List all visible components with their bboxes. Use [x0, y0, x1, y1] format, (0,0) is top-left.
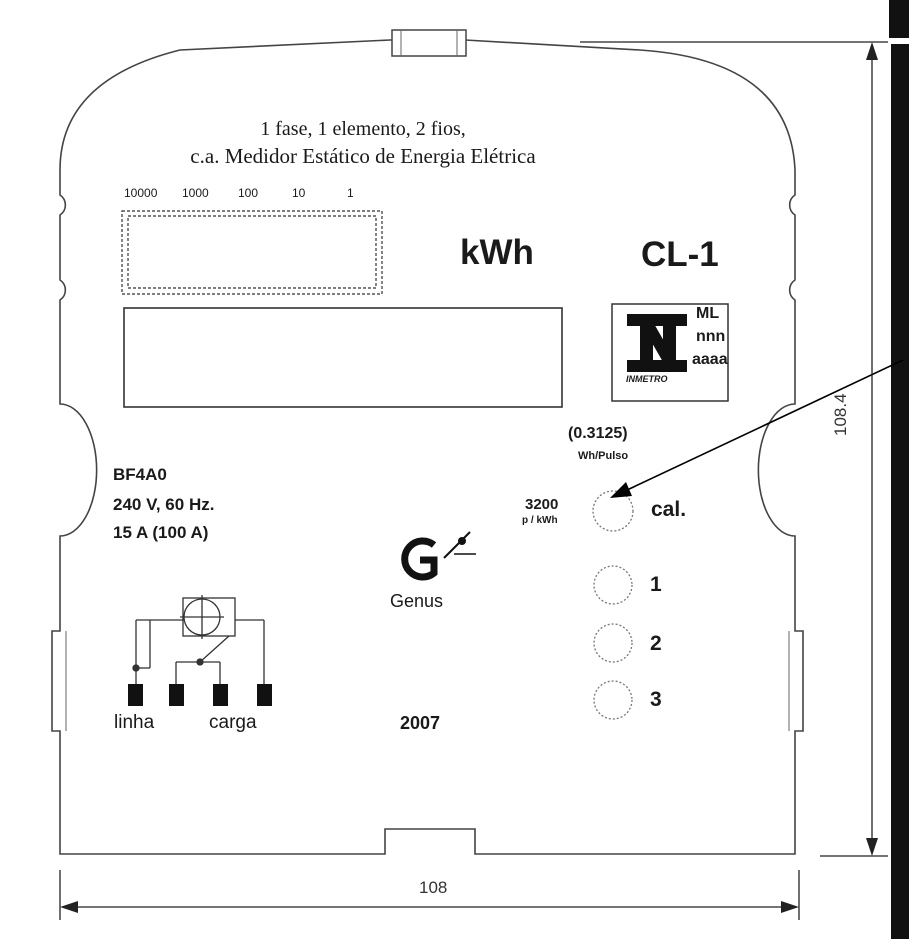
register-window-inner — [127, 215, 377, 289]
pulse-wh-value: (0.3125) — [568, 425, 628, 442]
led-label-3: 3 — [650, 688, 662, 711]
digit-label-1: 1 — [347, 186, 354, 200]
faceplate-outline — [51, 39, 804, 855]
led-1 — [593, 565, 633, 605]
wiring-diagram — [132, 595, 265, 686]
meter-constant: 3200 — [525, 496, 559, 513]
terminal-4 — [257, 684, 272, 706]
width-dimension — [59, 870, 800, 920]
model-code: BF4A0 — [113, 465, 167, 484]
terminal-1 — [128, 684, 143, 706]
led-label-1: 1 — [650, 573, 662, 596]
voltage-rating: 240 V, 60 Hz. — [113, 495, 215, 514]
inmetro-brand: INMETRO — [626, 374, 668, 384]
pulse-wh-unit: Wh/Pulso — [578, 450, 629, 462]
led-3 — [593, 680, 633, 720]
right-frame-bar — [891, 0, 909, 939]
cal-label: cal. — [651, 498, 687, 521]
inmetro-logo-icon — [627, 314, 687, 372]
genus-logo-icon — [401, 531, 476, 581]
wiring-load-label: carga — [209, 712, 257, 733]
inmetro-line-3: aaaa — [692, 351, 728, 368]
current-rating: 15 A (100 A) — [113, 523, 209, 542]
height-dimension-label: 108.4 — [831, 393, 850, 436]
digit-label-1000: 1000 — [182, 186, 209, 200]
width-dimension-label: 108 — [419, 878, 448, 897]
nameplate-window — [123, 307, 563, 408]
inmetro-line-1: ML — [696, 305, 720, 322]
brand-name: Genus — [390, 591, 444, 611]
inmetro-line-2: nnn — [696, 328, 726, 345]
led-2 — [593, 623, 633, 663]
digit-label-10: 10 — [292, 186, 306, 200]
accuracy-class: CL-1 — [641, 235, 719, 274]
meter-constant-unit: p / kWh — [522, 515, 558, 526]
digit-label-100: 100 — [238, 186, 259, 200]
unit-kwh: kWh — [460, 233, 534, 272]
header-line-1: 1 fase, 1 elemento, 2 fios, — [260, 118, 466, 140]
register-window-outer — [121, 210, 383, 295]
manufacture-year: 2007 — [400, 713, 441, 733]
terminal-2 — [169, 684, 184, 706]
header-line-2: c.a. Medidor Estático de Energia Elétric… — [190, 144, 536, 168]
terminal-3 — [213, 684, 228, 706]
cal-led — [592, 490, 634, 532]
frame-top — [889, 0, 909, 38]
callout-arrow — [610, 359, 904, 498]
top-tab — [391, 29, 467, 57]
wiring-line-label: linha — [114, 712, 155, 733]
led-label-2: 2 — [650, 632, 662, 655]
digit-label-10000: 10000 — [124, 186, 158, 200]
height-dimension — [580, 41, 888, 857]
